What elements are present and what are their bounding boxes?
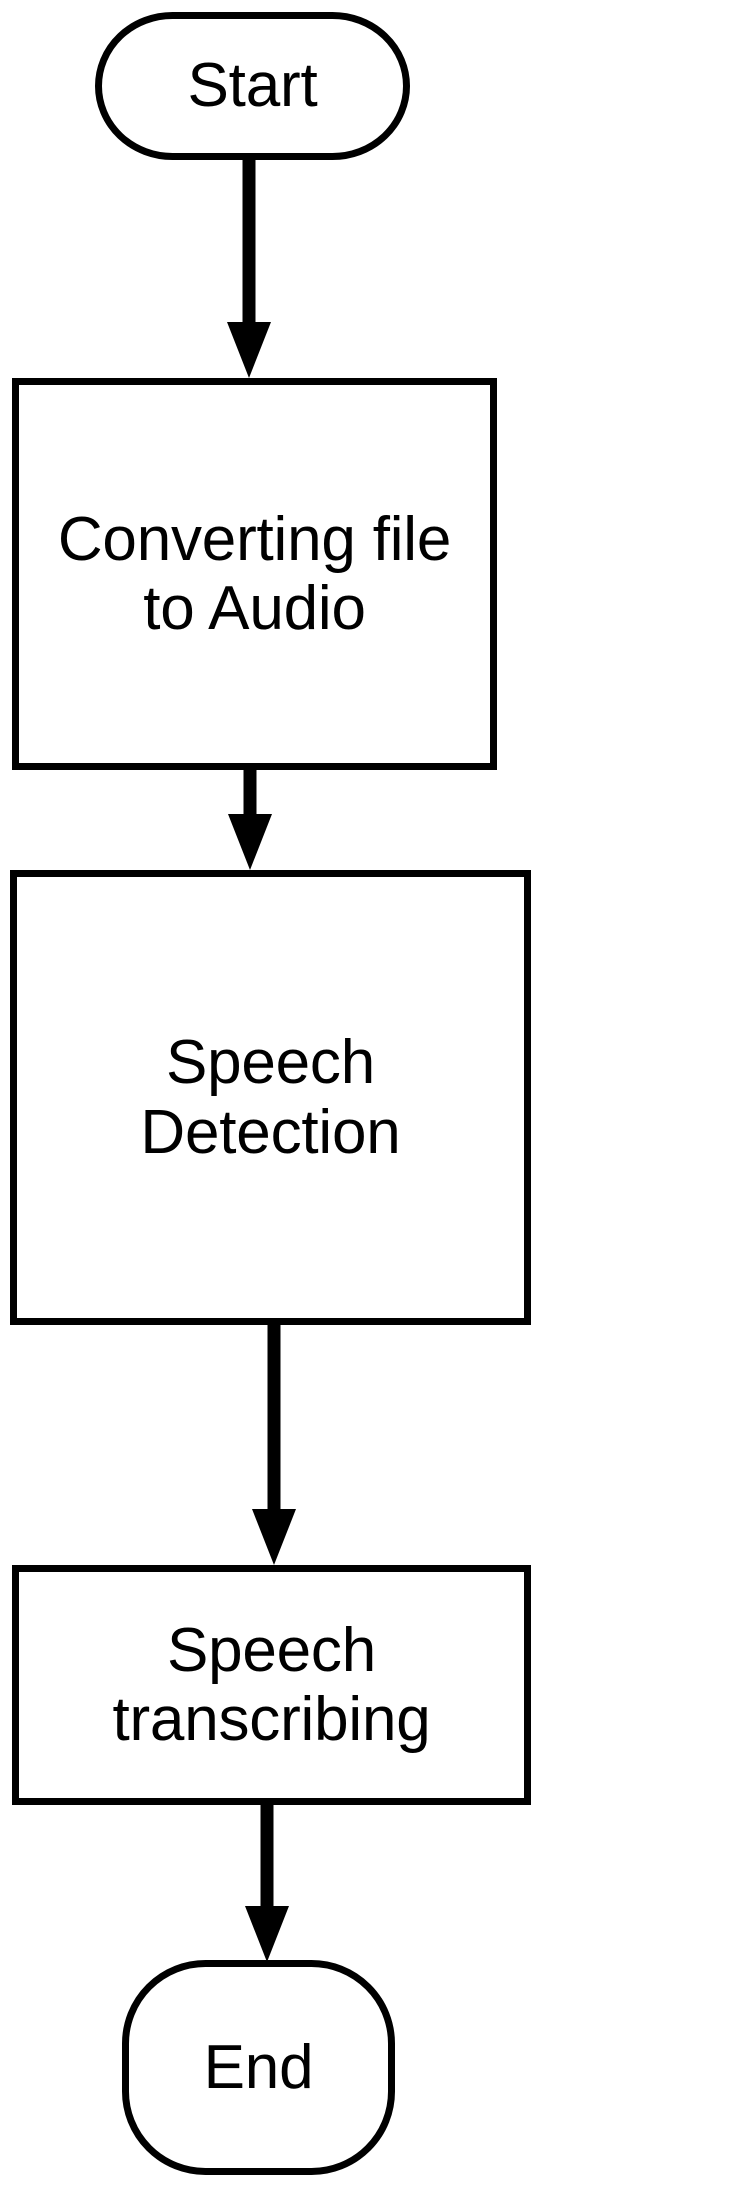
connector-start-to-converting — [227, 160, 271, 378]
arrowhead-down-icon — [228, 814, 272, 870]
node-shape-transcribing[interactable] — [12, 1565, 531, 1805]
arrowhead-down-icon — [252, 1509, 296, 1565]
node-shape-converting[interactable] — [12, 378, 497, 770]
node-shape-start[interactable] — [95, 12, 410, 160]
node-shape-detection[interactable] — [10, 870, 531, 1325]
connector-converting-to-detection — [228, 770, 272, 870]
connector-detection-to-transcribing — [252, 1325, 296, 1565]
connector-transcribing-to-end — [245, 1805, 289, 1962]
arrowhead-down-icon — [245, 1906, 289, 1962]
arrowhead-down-icon — [227, 322, 271, 378]
node-shape-end[interactable] — [122, 1960, 395, 2175]
